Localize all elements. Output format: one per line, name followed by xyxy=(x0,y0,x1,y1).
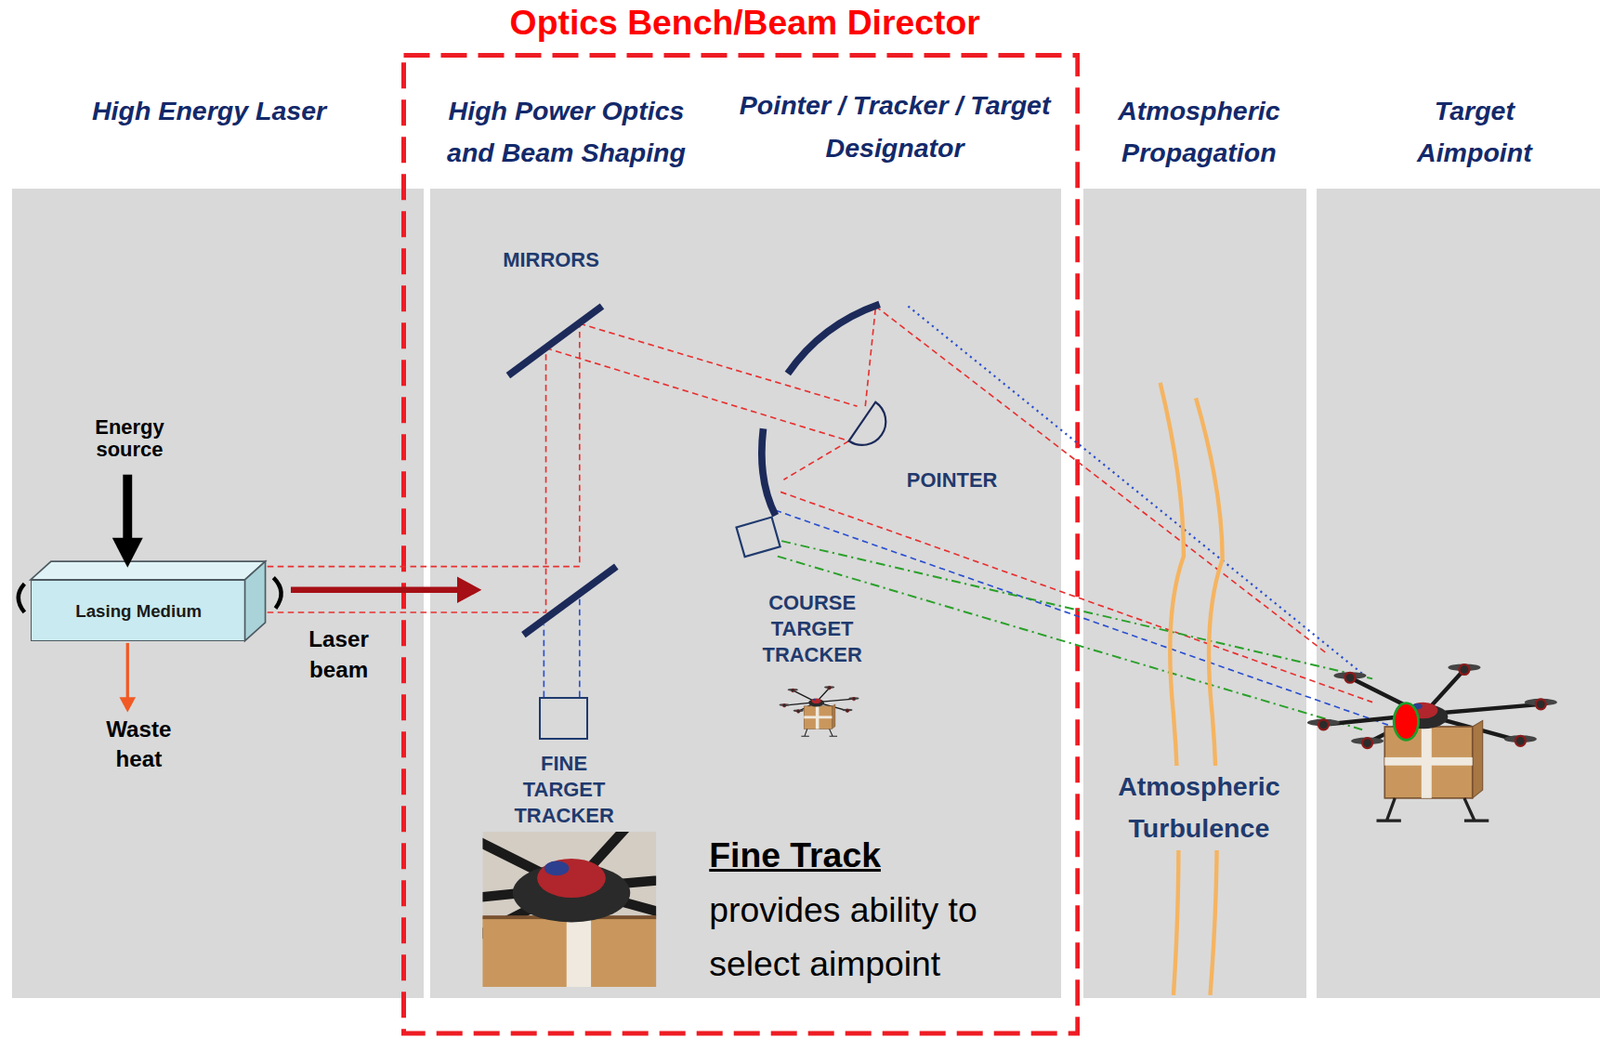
text-holder: Lasing Medium xyxy=(36,601,241,622)
prism-side xyxy=(245,561,266,642)
arrow-head xyxy=(118,696,136,712)
text-holder: provides ability to select aimpoint xyxy=(708,883,1062,992)
prism-top xyxy=(30,561,266,580)
text-holder: Laser beam xyxy=(282,624,395,685)
beam-path xyxy=(780,491,1373,702)
text-holder: MIRRORS xyxy=(474,248,629,273)
text-holder: Pointer / Tracker / Target Designator xyxy=(731,84,1058,170)
heat-arrow xyxy=(126,642,130,698)
primary-mirror xyxy=(761,428,776,515)
text-holder: Atmospheric Turbulence xyxy=(1094,765,1304,851)
text-holder: Target Aimpoint xyxy=(1388,90,1562,175)
region-title: Optics Bench/Beam Director xyxy=(407,0,1082,46)
beam-path xyxy=(783,440,849,480)
arrow-head xyxy=(112,537,144,568)
target-drone xyxy=(1307,663,1558,821)
secondary-mirror xyxy=(849,402,887,446)
beam-path xyxy=(267,323,580,566)
region-label: Atmospheric Turbulence xyxy=(1094,765,1304,851)
beam-path xyxy=(865,308,876,407)
text-holder: Waste heat xyxy=(82,714,196,775)
text-holder: Atmospheric Propagation xyxy=(1088,90,1309,175)
tracker-box: COURSE TARGET TRACKER xyxy=(736,518,780,556)
aimpoint-spot xyxy=(1393,703,1418,741)
track-line xyxy=(781,540,1373,679)
sight-line xyxy=(578,597,581,698)
note-text: provides ability to select aimpoint xyxy=(708,883,1062,992)
section-heading: High Energy Laser xyxy=(14,90,403,133)
section-heading: High Power Optics and Beam Shaping xyxy=(426,90,708,175)
mirror xyxy=(508,306,603,377)
input-label: Energy source xyxy=(73,416,186,461)
box-label: Lasing Medium xyxy=(36,601,241,622)
tracker-label: COURSE TARGET TRACKER xyxy=(750,590,874,669)
note-heading: Fine Track xyxy=(708,832,1056,879)
turbulence-line xyxy=(1195,397,1223,995)
part-label: POINTER xyxy=(875,468,1029,493)
text-holder: Fine Track xyxy=(708,832,1056,879)
output-label: Waste heat xyxy=(82,714,196,775)
stage-panel: High Power Optics and Beam ShapingFINE T… xyxy=(430,188,711,998)
laser-arrow xyxy=(290,587,461,594)
tracker-box: FINE TARGET TRACKER xyxy=(538,696,589,740)
section-heading: Atmospheric Propagation xyxy=(1088,90,1309,175)
tracker-label: FINE TARGET TRACKER xyxy=(502,750,626,829)
beam-path xyxy=(546,348,850,442)
tracker-outline xyxy=(736,518,780,556)
closeup-drone xyxy=(482,831,656,987)
closeup-image xyxy=(482,831,656,987)
beam-path xyxy=(267,348,547,613)
section-heading: Pointer / Tracker / Target Designator xyxy=(731,84,1058,170)
text-holder: POINTER xyxy=(875,468,1029,493)
mirror xyxy=(523,566,617,636)
text-holder: Optics Bench/Beam Director xyxy=(407,0,1082,46)
arrow-head xyxy=(457,577,482,604)
section-heading: Target Aimpoint xyxy=(1388,90,1562,175)
turbulence-line xyxy=(1160,382,1184,996)
text-holder: High Energy Laser xyxy=(14,90,403,133)
beam-path xyxy=(579,323,858,407)
energy-arrow xyxy=(122,474,132,539)
text-holder: High Power Optics and Beam Shaping xyxy=(426,90,708,175)
stage-panel: Target Aimpoint xyxy=(1316,188,1600,998)
dashed-border xyxy=(403,55,1077,1035)
cavity-mirror xyxy=(273,577,281,609)
cavity-mirror xyxy=(18,583,26,613)
tracker-drone-image xyxy=(779,685,860,736)
lasing-medium-box: Lasing Medium xyxy=(30,579,246,642)
dashed-region: Optics Bench/Beam DirectorHigh Power Opt… xyxy=(401,52,1080,1037)
primary-mirror xyxy=(787,303,880,374)
stage-panel: Atmospheric Propagation xyxy=(1083,188,1306,998)
beam-label: Laser beam xyxy=(282,624,395,685)
track-line xyxy=(777,556,1363,731)
sight-line xyxy=(775,510,1393,727)
text-holder: FINE TARGET TRACKER xyxy=(502,750,626,829)
text-holder: Energy source xyxy=(73,416,186,461)
stage-panel: High Energy LaserLasing Medium xyxy=(12,188,424,998)
beam-path xyxy=(875,306,1326,654)
closeup-ground xyxy=(482,831,656,987)
tracker-square xyxy=(735,516,780,557)
part-label: MIRRORS xyxy=(474,248,629,273)
text-holder: COURSE TARGET TRACKER xyxy=(750,590,874,669)
sight-line xyxy=(543,624,546,697)
stage-panel: Pointer / Tracker / Target DesignatorCOU… xyxy=(710,188,1062,998)
